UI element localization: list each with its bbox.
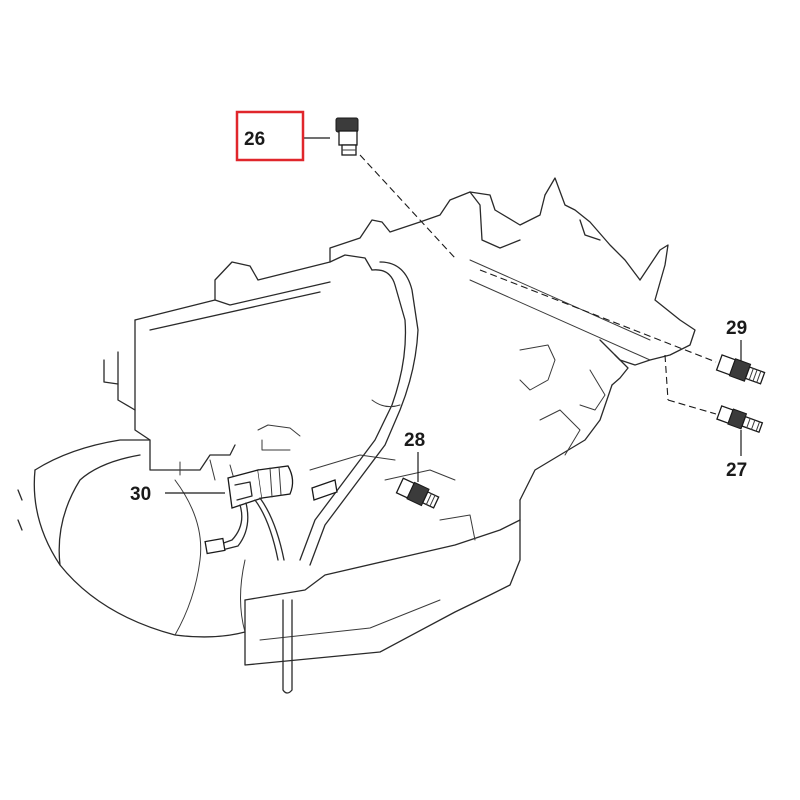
highlight-box-26 bbox=[235, 110, 305, 162]
callouts: 26 29 27 28 30 bbox=[130, 110, 747, 505]
leader-lines bbox=[165, 137, 742, 494]
callout-27[interactable]: 27 bbox=[726, 460, 747, 481]
part-27-sensor[interactable] bbox=[716, 405, 764, 435]
part-29-sensor[interactable] bbox=[715, 354, 766, 387]
callout-29[interactable]: 29 bbox=[726, 318, 747, 339]
part-26-sensor[interactable] bbox=[335, 117, 359, 156]
callout-30[interactable]: 30 bbox=[130, 484, 151, 505]
part-30-sender[interactable] bbox=[204, 465, 294, 561]
part-28-switch[interactable] bbox=[395, 477, 440, 510]
callout-26[interactable]: 26 bbox=[244, 129, 265, 150]
callout-28[interactable]: 28 bbox=[404, 430, 425, 451]
engine-block bbox=[17, 177, 696, 694]
